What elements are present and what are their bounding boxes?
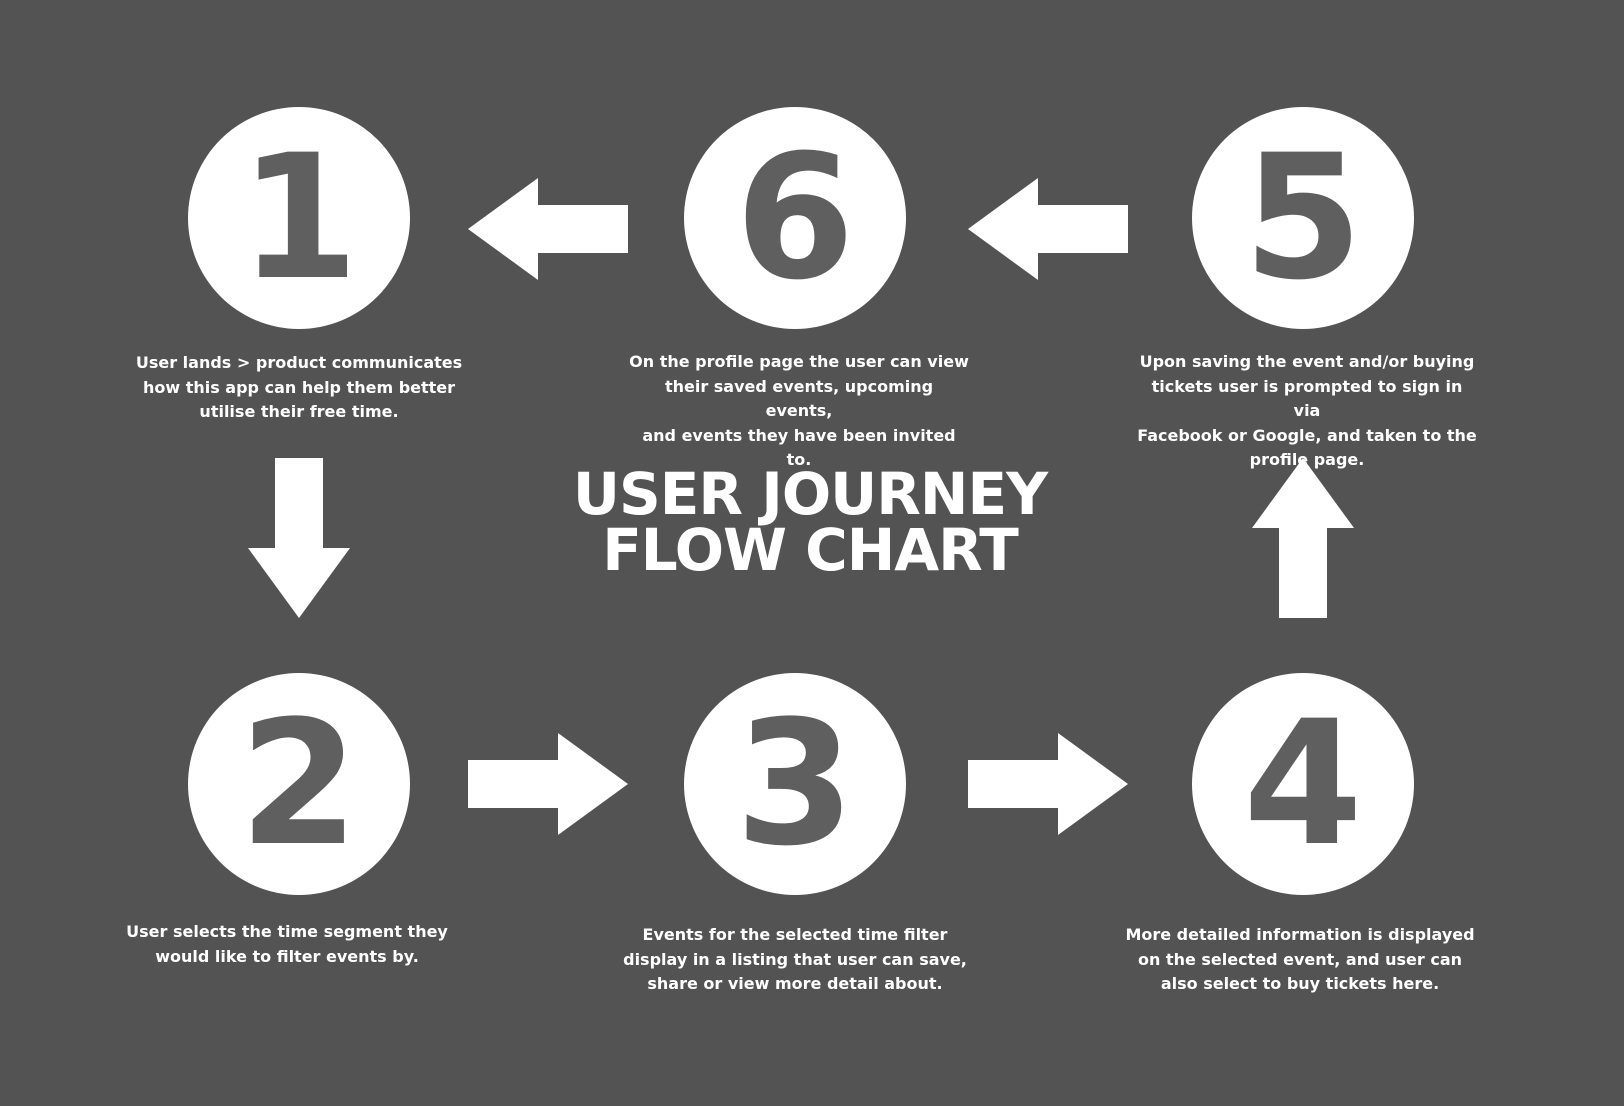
arrow-left-icon: [468, 178, 628, 280]
arrow-down-icon: [248, 458, 350, 618]
step-5-description: Upon saving the event and/or buying tick…: [1137, 352, 1477, 469]
step-4-circle: 4: [1192, 673, 1414, 895]
arrow-up-icon: [1252, 458, 1354, 618]
step-6-description: On the profile page the user can view th…: [629, 352, 969, 469]
step-5-circle: 5: [1192, 107, 1414, 329]
step-1-circle: 1: [188, 107, 410, 329]
step-6-circle: 6: [684, 107, 906, 329]
title-line-2: FLOW CHART: [602, 516, 1019, 584]
step-3-number: 3: [735, 683, 855, 884]
step-3-description: Events for the selected time filter disp…: [623, 925, 967, 993]
step-4-number: 4: [1243, 683, 1363, 884]
step-2-description: User selects the time segment they would…: [126, 922, 448, 966]
step-4-description: More detailed information is displayed o…: [1125, 925, 1475, 993]
step-2-number: 2: [239, 683, 359, 884]
step-3-circle: 3: [684, 673, 906, 895]
arrow-left-icon: [968, 178, 1128, 280]
arrow-right-icon: [968, 733, 1128, 835]
step-1-description: User lands > product communicates how th…: [135, 353, 463, 421]
step-6-number: 6: [735, 117, 855, 318]
title-line-1: USER JOURNEY: [572, 460, 1048, 528]
step-2-circle: 2: [188, 673, 410, 895]
arrow-right-icon: [468, 733, 628, 835]
step-1-number: 1: [239, 117, 359, 318]
step-5-number: 5: [1243, 117, 1363, 318]
chart-title: USER JOURNEY FLOW CHART: [520, 460, 1100, 584]
